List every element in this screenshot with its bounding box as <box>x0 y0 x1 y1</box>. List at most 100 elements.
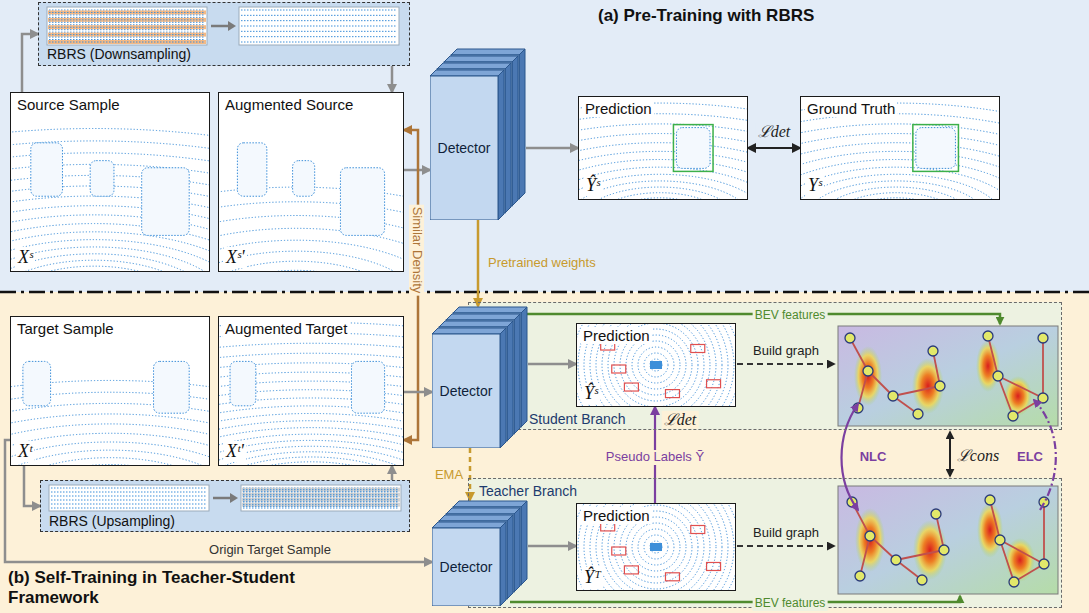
illustration-ellipse <box>579 143 747 199</box>
text-holder: Teacher Branch <box>479 482 577 500</box>
illustration-ellipse <box>219 406 403 465</box>
illustration-line <box>241 15 397 16</box>
illustration-circle <box>577 504 735 590</box>
illustration-circle <box>928 346 938 356</box>
illustration-path <box>949 432 951 476</box>
illustration-ellipse <box>11 442 209 465</box>
illustration-rect <box>293 161 315 197</box>
illustration-line <box>0 291 1089 294</box>
illustration-circle <box>845 333 855 343</box>
illustration-ellipse <box>219 428 403 465</box>
illustration-polygon <box>498 70 504 220</box>
label-holder: BEV features <box>753 305 828 323</box>
illustration-rect <box>48 33 206 37</box>
label-holder: Build graph <box>751 341 821 359</box>
prediction-box: PredictionŶᵀ <box>576 503 736 591</box>
illustration-rect <box>624 566 638 574</box>
illustration-line <box>51 492 207 493</box>
illustration-line <box>241 42 397 43</box>
illustration-line <box>1042 338 1044 398</box>
illustration-ellipse <box>819 187 973 199</box>
illustration-line <box>243 508 399 509</box>
label-holder: ℒcons <box>955 447 1001 465</box>
illustration-line <box>49 14 205 15</box>
illustration-polygon <box>505 63 511 213</box>
illustration-ellipse <box>11 254 209 271</box>
math-symbol: Xˢ <box>16 247 35 268</box>
detector-layers <box>432 500 528 606</box>
illustration-ellipse <box>219 457 403 465</box>
box-label: Ground Truth <box>805 100 897 117</box>
illustration-polygon <box>228 21 236 31</box>
box-label: Source Sample <box>15 96 122 113</box>
point-cloud-illustration <box>219 93 403 271</box>
illustration-ellipse <box>219 240 403 271</box>
illustration-ellipse <box>11 450 209 465</box>
illustration-polygon <box>437 63 511 69</box>
annotation-label: Build graph <box>751 526 821 541</box>
illustration-circle <box>578 504 734 590</box>
illustration-line <box>243 499 399 500</box>
box-label: Prediction <box>581 507 652 524</box>
illustration-rect <box>48 40 206 44</box>
illustration-line <box>243 501 399 502</box>
illustration-circle <box>632 341 680 389</box>
box-label: RBRS (Downsampling) <box>47 46 191 62</box>
math-symbol: Ŷˢ <box>584 175 602 196</box>
illustration-ellipse <box>579 181 747 199</box>
illustration-rect <box>468 478 1062 608</box>
illustration-ellipse <box>11 266 182 271</box>
connector-arrow <box>748 147 800 149</box>
illustration-line <box>1000 540 1044 564</box>
illustration-rect <box>838 326 1058 426</box>
edge-label: Pseudo Labels Ỹ <box>604 450 706 465</box>
text-holder: RBRS (Upsampling) <box>49 512 175 530</box>
illustration-polygon <box>521 501 527 585</box>
text-holder: (b) Self-Training in Teacher-Student Fra… <box>8 568 338 607</box>
box-label: Teacher Branch <box>479 483 577 499</box>
illustration-rect <box>430 76 498 220</box>
illustration-rect <box>432 528 500 606</box>
connector-arrow <box>24 466 40 506</box>
illustration-ellipse <box>579 174 747 199</box>
edge-label: ℒdet <box>756 123 793 141</box>
point-cloud-illustration <box>11 93 209 271</box>
illustration-circle <box>650 541 662 553</box>
illustration-line <box>858 371 868 408</box>
illustration-rect <box>707 380 721 388</box>
illustration-polygon <box>439 515 513 521</box>
illustration-polygon <box>500 522 506 606</box>
illustration-polygon <box>514 314 520 434</box>
illustration-polygon <box>514 508 520 592</box>
text-holder: Prediction <box>581 327 652 345</box>
illustration-ellipse <box>11 260 196 271</box>
illustration-ellipse <box>219 353 403 465</box>
illustration-circle <box>888 391 898 401</box>
illustration-rect <box>612 547 626 555</box>
illustration-rect <box>691 526 705 534</box>
text-holder: Target Sample <box>15 320 116 338</box>
illustration-line <box>51 508 207 509</box>
text-holder: Student Branch <box>529 410 626 428</box>
illustration-rect <box>242 503 400 507</box>
illustration-polygon <box>430 70 504 76</box>
illustration-circle <box>935 381 945 391</box>
illustration-line <box>241 20 397 21</box>
annotation-label: ℒcons <box>955 447 1001 465</box>
illustration-line <box>243 504 399 505</box>
illustration-rect <box>838 486 1058 594</box>
illustration-rect <box>48 18 206 22</box>
illustration-polygon <box>444 56 518 62</box>
illustration-line <box>241 26 397 27</box>
illustration-ellipse <box>219 434 403 465</box>
illustration-rect <box>23 361 51 405</box>
edge-label: Origin Target Sample <box>207 543 333 558</box>
box-label: Augmented Target <box>223 320 349 337</box>
illustration-line <box>988 336 998 376</box>
illustration-path <box>842 404 859 510</box>
point-cloud-illustration <box>11 317 209 465</box>
illustration-circle <box>931 509 941 519</box>
box-label: Student Branch <box>529 411 626 427</box>
illustration-line <box>49 39 205 40</box>
